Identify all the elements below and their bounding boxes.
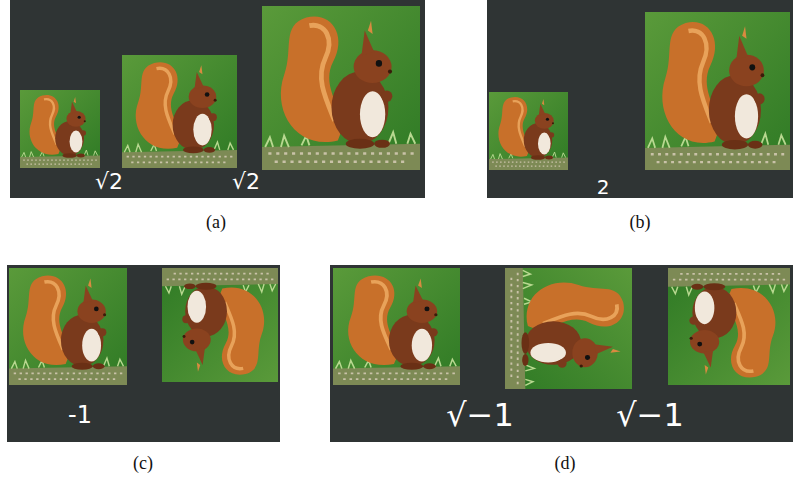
panel-caption: (b) bbox=[630, 213, 651, 233]
factor-label: -1 bbox=[68, 402, 92, 428]
panel-caption: (a) bbox=[206, 213, 226, 233]
panel-caption: (d) bbox=[555, 454, 576, 474]
factor-label: √−1 bbox=[446, 398, 514, 433]
factor-label: √2 bbox=[232, 170, 260, 194]
factor-label: 2 bbox=[597, 176, 610, 198]
panel-caption: (c) bbox=[133, 454, 153, 474]
factor-label: √−1 bbox=[616, 398, 684, 433]
factor-label: √2 bbox=[95, 170, 123, 194]
